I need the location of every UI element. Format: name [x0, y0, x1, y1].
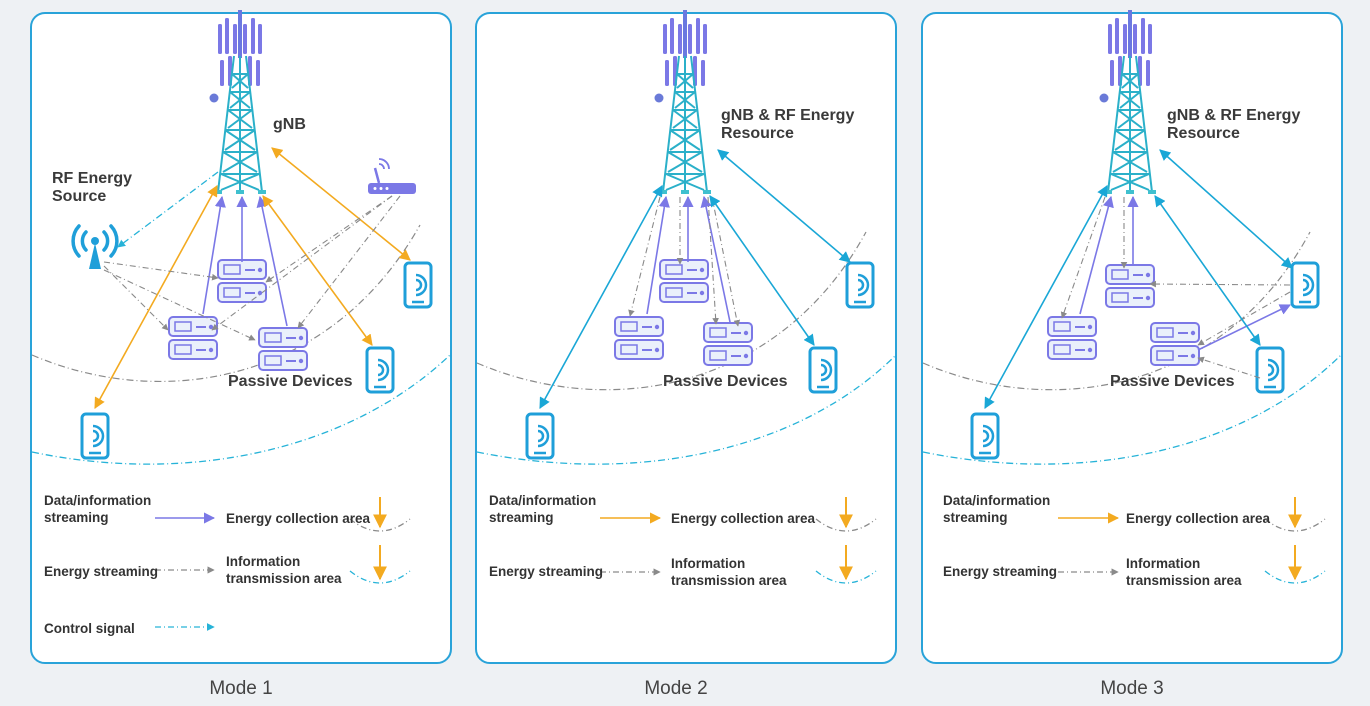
panel-3-caption: Mode 3 — [1100, 678, 1164, 699]
passive-devices-label: Passive Devices — [663, 373, 788, 390]
legend-collection-label: Energy collection area — [1126, 511, 1271, 526]
phone-icon — [525, 412, 555, 460]
legend-energy-label: Energy streaming — [44, 564, 159, 579]
gnb-rf-resource-label: gNB & RF Energy Resource — [1167, 107, 1301, 142]
phone-icon — [1255, 346, 1285, 394]
legend-data-label: Data/information streaming — [489, 493, 597, 525]
gnb-label: gNB — [273, 116, 306, 133]
panel-1-caption: Mode 1 — [209, 678, 273, 699]
phone-icon — [808, 346, 838, 394]
phone-icon — [970, 412, 1000, 460]
passive-devices-label: Passive Devices — [1110, 373, 1235, 390]
legend-collection-label: Energy collection area — [226, 511, 371, 526]
legend-collection-label: Energy collection area — [671, 511, 816, 526]
panel-2-caption: Mode 2 — [644, 678, 708, 699]
phone-icon — [845, 261, 875, 309]
rf-energy-source-label: RF Energy Source — [52, 170, 133, 205]
legend-transmission-label: Information transmission area — [671, 556, 787, 588]
energy-collection-arc — [31, 224, 421, 383]
legend-data-label: Data/information streaming — [943, 493, 1051, 525]
legend-control-label: Control signal — [44, 621, 135, 636]
phone-icon — [365, 346, 395, 394]
panel-3-content — [922, 9, 1342, 583]
panel-2-content — [476, 9, 897, 583]
phone-icon — [80, 412, 110, 460]
phone-icon — [403, 261, 433, 309]
legend-energy-label: Energy streaming — [943, 564, 1058, 579]
gnb-rf-resource-label: gNB & RF Energy Resource — [721, 107, 855, 142]
phone-icon — [1290, 261, 1320, 309]
legend-transmission-label: Information transmission area — [226, 554, 342, 586]
passive-devices-label: Passive Devices — [228, 373, 353, 390]
panel-1-content — [31, 9, 451, 631]
legend-energy-label: Energy streaming — [489, 564, 604, 579]
information-transmission-arc — [31, 354, 451, 465]
legend-data-label: Data/information streaming — [44, 493, 152, 525]
legend-transmission-label: Information transmission area — [1126, 556, 1242, 588]
